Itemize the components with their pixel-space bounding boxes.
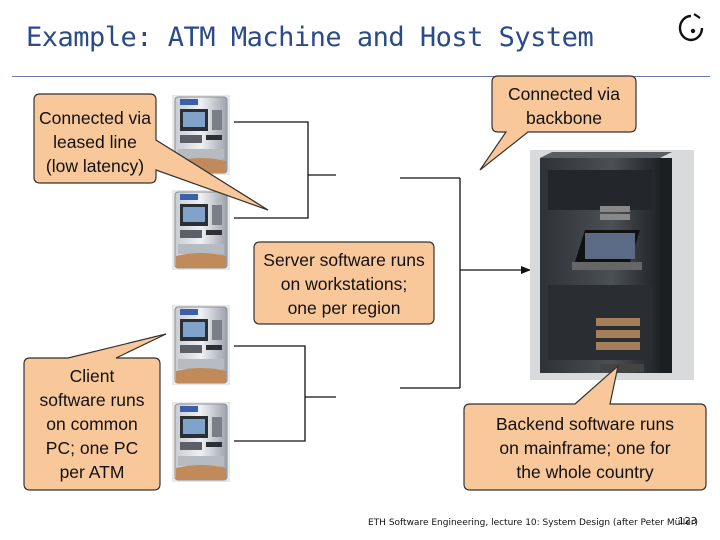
callout-leased-line (33, 93, 269, 211)
callout-backbone (479, 75, 637, 171)
callout-backend (463, 364, 707, 491)
callout-server-text: Server software runs on workstations; on… (263, 250, 425, 318)
atm-icon (171, 304, 231, 386)
page-title: Example: ATM Machine and Host System (26, 22, 594, 53)
atm-icon (171, 401, 231, 483)
mainframe-rack-icon (530, 150, 694, 380)
connection-lines (234, 121, 531, 442)
atm-icon (171, 189, 231, 271)
callout-client-text: Client software runs on common PC; one P… (39, 366, 145, 482)
callout-backbone-text: Connected via backbone (508, 84, 620, 128)
title-divider (12, 76, 710, 77)
callout-backend-text: Backend software runs on mainframe; one … (495, 414, 674, 482)
callout-leased-line-text: Connected via leased line (low latency) (39, 108, 151, 176)
page-number: 123 (678, 516, 698, 527)
callout-server (253, 241, 435, 325)
footer-text: ETH Software Engineering, lecture 10: Sy… (368, 518, 699, 528)
callout-client (23, 333, 167, 491)
eth-logo-icon (678, 13, 704, 42)
